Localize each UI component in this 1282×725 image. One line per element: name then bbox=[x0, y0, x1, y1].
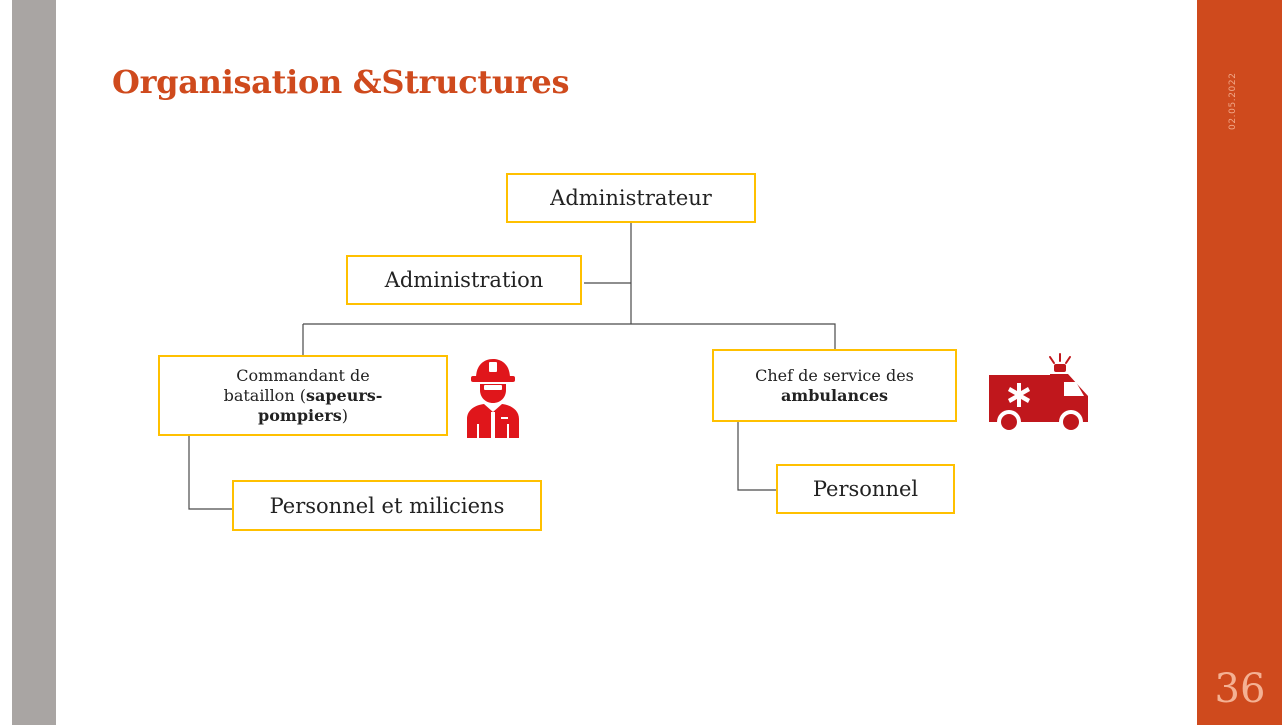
connector-commandant-personnel bbox=[188, 435, 233, 510]
left-accent-bar bbox=[12, 0, 56, 725]
connector-chef-branch bbox=[631, 323, 836, 351]
node-personnel-label: Personnel bbox=[812, 477, 919, 501]
node-personnel-miliciens: Personnel et miliciens bbox=[232, 480, 542, 531]
slide-title: Organisation &Structures bbox=[112, 63, 570, 101]
firefighter-icon bbox=[467, 359, 519, 438]
node-administration: Administration bbox=[346, 255, 582, 305]
connector-chef-personnel bbox=[737, 421, 776, 491]
node-chef-text: Chef de service des ambulances bbox=[755, 365, 914, 405]
node-administration-label: Administration bbox=[384, 268, 544, 292]
node-personnel: Personnel bbox=[776, 464, 955, 514]
slide-number: 36 bbox=[1214, 666, 1266, 712]
node-administrateur: Administrateur bbox=[506, 173, 756, 223]
node-personnel-miliciens-label: Personnel et miliciens bbox=[269, 493, 505, 518]
node-commandant-bataillon: Commandant de bataillon (sapeurs- pompie… bbox=[158, 355, 448, 436]
ambulance-icon bbox=[989, 353, 1088, 434]
node-chef-service-ambulances: Chef de service des ambulances bbox=[712, 349, 957, 422]
node-commandant-text: Commandant de bataillon (sapeurs- pompie… bbox=[223, 365, 383, 425]
right-accent-bar bbox=[1197, 0, 1282, 725]
node-administrateur-label: Administrateur bbox=[550, 186, 712, 210]
